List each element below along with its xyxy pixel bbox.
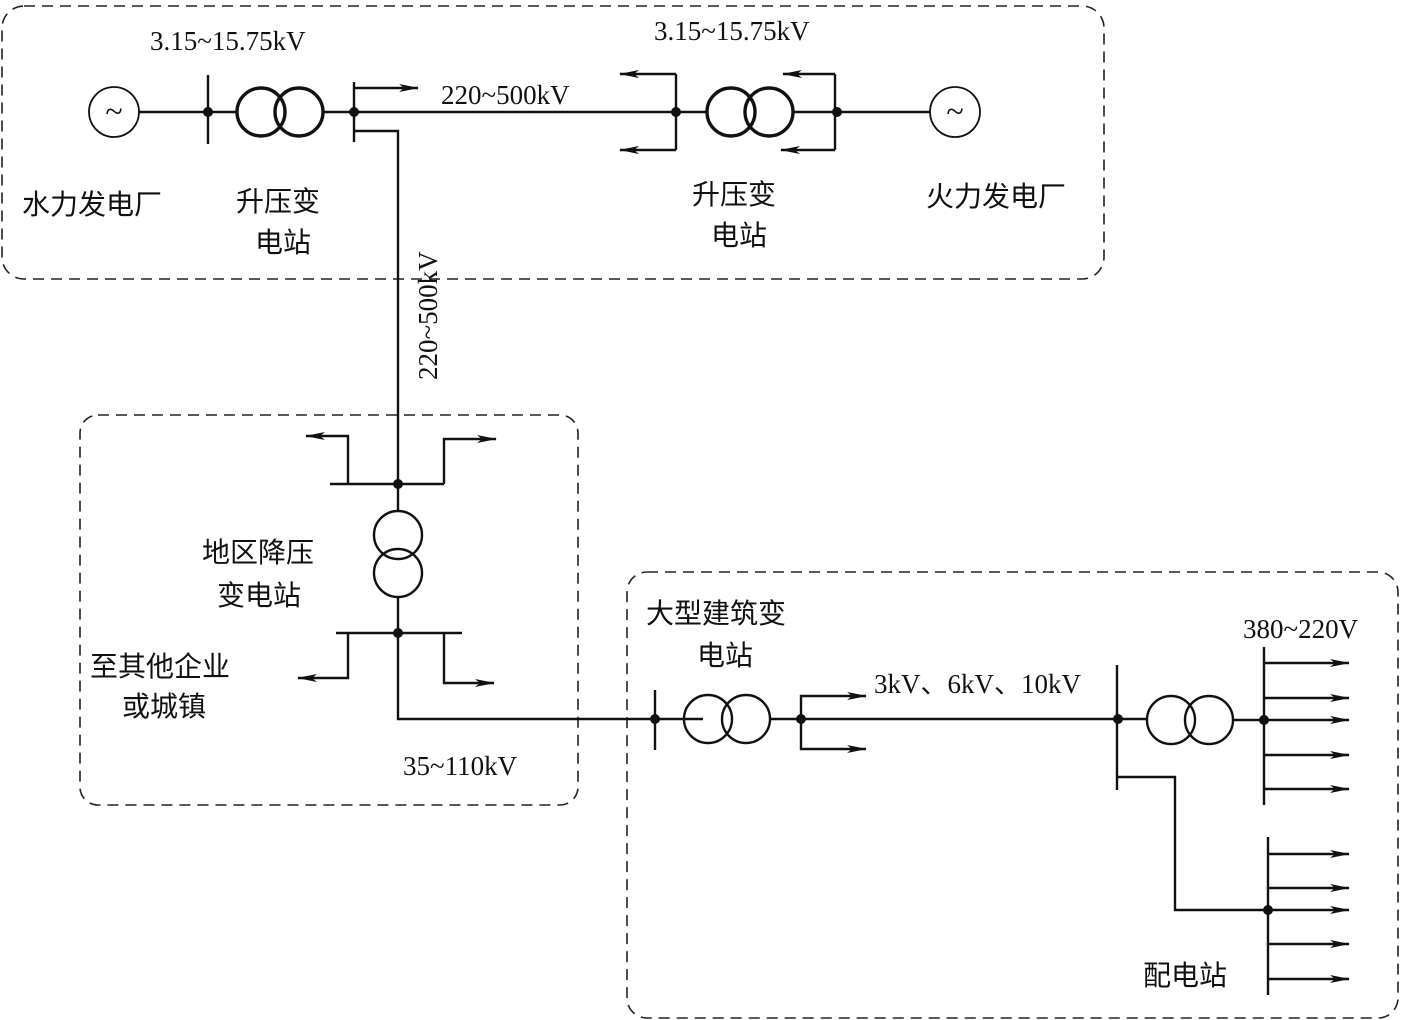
thermal-generator: ~ <box>929 86 981 138</box>
ac-wave-icon: ~ <box>946 93 963 129</box>
stepup-left-label: 升压变 <box>236 185 320 218</box>
transformer-winding-icon <box>235 86 287 138</box>
transformer-winding-icon <box>372 509 424 561</box>
feeder-arrow <box>799 692 867 719</box>
transformer-winding-icon <box>682 693 734 745</box>
other-consumers-label: 至其他企业 <box>90 650 230 683</box>
transformer-winding-icon <box>720 693 772 745</box>
distribution-station-feed <box>1117 775 1268 912</box>
stepup-transformer-right <box>705 86 795 138</box>
thermal-plant-label: 火力发电厂 <box>926 180 1066 213</box>
hydro-generator: ~ <box>88 86 140 138</box>
feeder-arrow <box>442 435 497 484</box>
stepup-left-label-line2: 电站 <box>255 226 311 259</box>
junction-dot <box>349 107 359 117</box>
transmission-voltage-label: 220~500kV <box>441 80 570 110</box>
stepup-right-label-line2: 电站 <box>711 219 767 252</box>
distribution-voltage-label: 3kV、6kV、10kV <box>874 669 1081 699</box>
generation-group-box <box>1 5 1105 280</box>
regional-output-voltage-label: 35~110kV <box>403 751 518 781</box>
regional-substation-label-line2: 变电站 <box>217 579 301 612</box>
feeder-arrow <box>305 432 350 484</box>
feeder-arrow <box>799 719 867 753</box>
transformer-winding-icon <box>372 547 424 599</box>
regional-substation-label: 地区降压 <box>202 536 314 569</box>
regional-to-building-line <box>396 633 656 721</box>
feeder-arrow <box>297 633 350 682</box>
gen-voltage-left-label: 3.15~15.75kV <box>150 26 306 56</box>
lv-transformer <box>1145 694 1235 746</box>
building-substation-label: 大型建筑变 <box>646 597 786 630</box>
thermal-generator-icon <box>929 86 981 138</box>
junction-dot <box>203 107 213 117</box>
building-substation-label-line2: 电站 <box>697 639 753 672</box>
other-consumers-label-line2: 或城镇 <box>122 690 206 723</box>
transformer-winding-icon <box>743 86 795 138</box>
transmission-line-vertical <box>354 129 400 480</box>
transmission-voltage-vertical-label: 220~500kV <box>413 251 443 380</box>
transformer-winding-icon <box>1145 694 1197 746</box>
ac-wave-icon: ~ <box>105 93 122 129</box>
regional-substation-group-box <box>79 414 579 806</box>
transformer-winding-icon <box>705 86 757 138</box>
feeder-arrow <box>442 633 495 687</box>
stepup-right-label: 升压变 <box>692 178 776 211</box>
stepup-transformer-left <box>235 86 325 138</box>
gen-voltage-right-label: 3.15~15.75kV <box>654 16 810 46</box>
junction-dot <box>832 107 842 117</box>
distribution-station-label: 配电站 <box>1143 959 1227 992</box>
building-substation-group-box <box>626 571 1399 1019</box>
regional-stepdown-transformer <box>372 509 424 599</box>
transformer-winding-icon <box>273 86 325 138</box>
hydro-plant-label: 水力发电厂 <box>22 188 162 221</box>
low-voltage-label: 380~220V <box>1243 614 1359 644</box>
transformer-winding-icon <box>1183 694 1235 746</box>
